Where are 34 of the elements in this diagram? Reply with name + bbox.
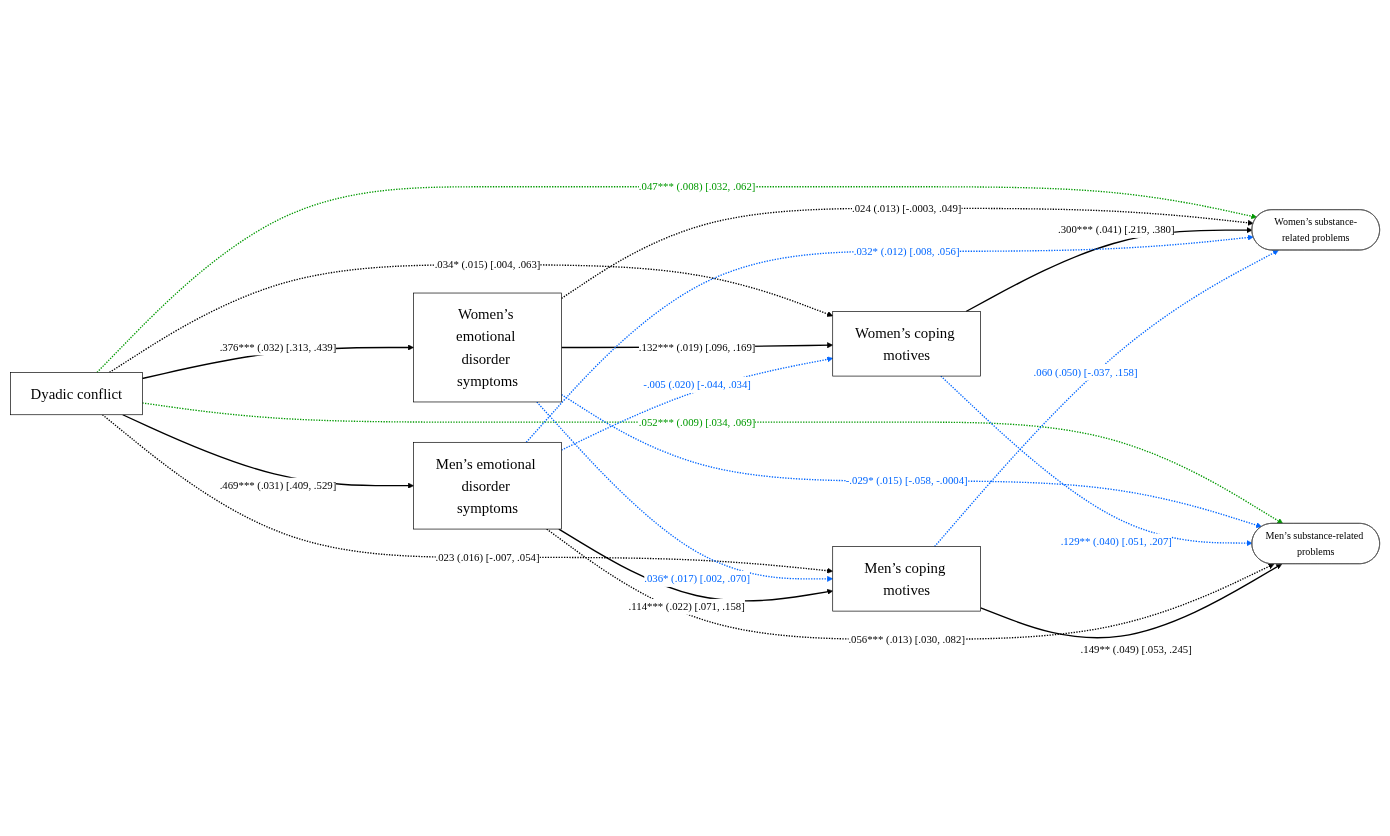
edge-label: .376*** (.032) [.313, .439]	[219, 341, 337, 353]
edge-label: .149** (.049) [.053, .245]	[1080, 643, 1192, 655]
edge-label: .047*** (.008) [.032, .062]	[638, 180, 756, 193]
arrow	[560, 207, 1254, 300]
arrow	[980, 563, 1283, 639]
edge-label: .032* (.012) [.008, .056]	[853, 245, 960, 257]
arrow	[940, 375, 1253, 547]
edge-label: .114*** (.022) [.071, .158]	[628, 600, 745, 613]
arrow	[558, 528, 833, 602]
arrow	[560, 393, 1262, 528]
node-box: Women’s emotional disorder symptoms	[413, 292, 562, 403]
edge-label: .300*** (.041) [.219, .380]	[1057, 223, 1175, 236]
node-box: Men’s emotional disorder symptoms	[413, 442, 562, 530]
edge-label: .060 (.050) [-.037, .158]	[1033, 366, 1138, 378]
node-box: Women’s coping motives	[832, 311, 981, 377]
edge-label: .036* (.017) [.002, .070]	[644, 572, 750, 585]
arrow	[536, 401, 833, 582]
arrow	[96, 186, 1258, 374]
edge-label: .023 (.016) [-.007, .054]	[435, 551, 540, 563]
arrow	[933, 250, 1279, 548]
edge-label: .034* (.015) [.004, .063]	[434, 258, 541, 271]
arrow	[546, 528, 1275, 640]
edge-label: .129** (.040) [.051, .207]	[1060, 535, 1172, 547]
edge-label: -.029* (.015) [-.058, -.0004]	[845, 474, 968, 487]
edge-label: -.005 (.020) [-.044, .034]	[643, 378, 751, 391]
edge-label: .056*** (.013) [.030, .082]	[848, 633, 965, 645]
node-box: Men’s coping motives	[832, 546, 981, 612]
edge-label: .469*** (.031) [.409, .529]	[219, 479, 337, 492]
arrow	[525, 234, 1254, 443]
arrow	[560, 356, 833, 451]
edge-label: .024 (.013) [-.0003, .049]	[852, 202, 962, 214]
edge-label: .052*** (.009) [.034, .069]	[638, 416, 756, 428]
edge-label: .132*** (.019) [.096, .169]	[638, 341, 756, 353]
node-box: Dyadic conflict	[10, 372, 143, 416]
